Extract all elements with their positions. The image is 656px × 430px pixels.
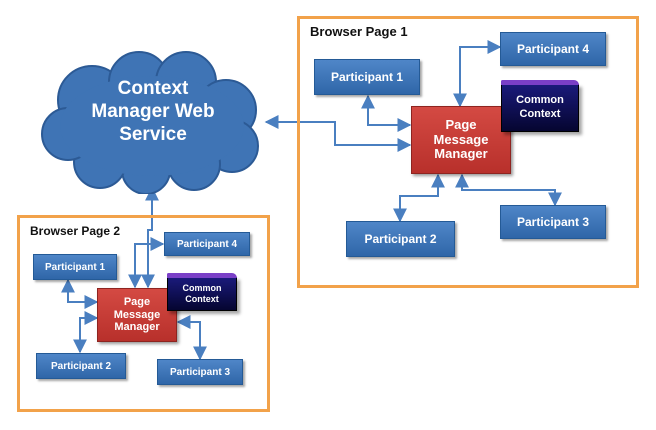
page1-manager-line3: Manager bbox=[434, 146, 488, 162]
page2-manager-line1: Page bbox=[123, 296, 151, 309]
page1-manager-line1: Page bbox=[445, 116, 477, 132]
cloud-shape bbox=[41, 51, 259, 194]
cloud-label-line3: Service bbox=[119, 123, 187, 145]
page2-participant-2: Participant 2 bbox=[36, 353, 126, 379]
page1-common-context: Common Context bbox=[501, 80, 579, 132]
page1-context-line1: Common bbox=[516, 94, 564, 107]
page2-message-manager: Page Message Manager bbox=[97, 288, 177, 342]
cloud-label: Context Manager Web Service bbox=[60, 78, 246, 146]
page2-context-line1: Common bbox=[182, 282, 222, 293]
page1-participant-1: Participant 1 bbox=[314, 59, 420, 95]
arrow-p2-participant4 bbox=[128, 237, 165, 289]
arrow-p2-participant1 bbox=[61, 278, 99, 309]
browser-page-1-title: Browser Page 1 bbox=[310, 24, 408, 39]
page2-common-context: Common Context bbox=[167, 273, 237, 311]
page1-manager-line2: Message bbox=[433, 131, 489, 147]
page2-manager-line2: Message bbox=[113, 308, 161, 321]
cloud-label-line1: Context bbox=[117, 78, 189, 99]
page2-participant-4: Participant 4 bbox=[164, 232, 250, 256]
cloud-label-line2: Manager Web bbox=[91, 100, 215, 122]
browser-page-2-frame bbox=[17, 215, 270, 412]
page1-participant-2: Participant 2 bbox=[346, 221, 455, 257]
page2-manager-line3: Manager bbox=[114, 321, 160, 334]
arrow-cloud-page1 bbox=[264, 115, 412, 152]
page1-context-line2: Context bbox=[519, 108, 561, 120]
page2-participant-3: Participant 3 bbox=[157, 359, 243, 385]
arrow-p1-participant4 bbox=[453, 40, 502, 108]
browser-page-2-title: Browser Page 2 bbox=[30, 224, 121, 238]
browser-page-1-frame bbox=[297, 16, 639, 288]
arrow-p1-participant1 bbox=[361, 94, 412, 132]
page2-participant-1: Participant 1 bbox=[33, 254, 117, 280]
arrow-p2-participant3 bbox=[176, 315, 207, 361]
page1-message-manager: Page Message Manager bbox=[411, 106, 511, 174]
page2-context-line2: Context bbox=[185, 294, 219, 304]
page1-participant-3: Participant 3 bbox=[500, 205, 606, 239]
arrow-p1-participant3 bbox=[455, 173, 562, 207]
page1-participant-4: Participant 4 bbox=[500, 32, 606, 66]
arrow-p1-participant2 bbox=[393, 173, 445, 223]
arrow-p2-participant2 bbox=[73, 311, 99, 354]
